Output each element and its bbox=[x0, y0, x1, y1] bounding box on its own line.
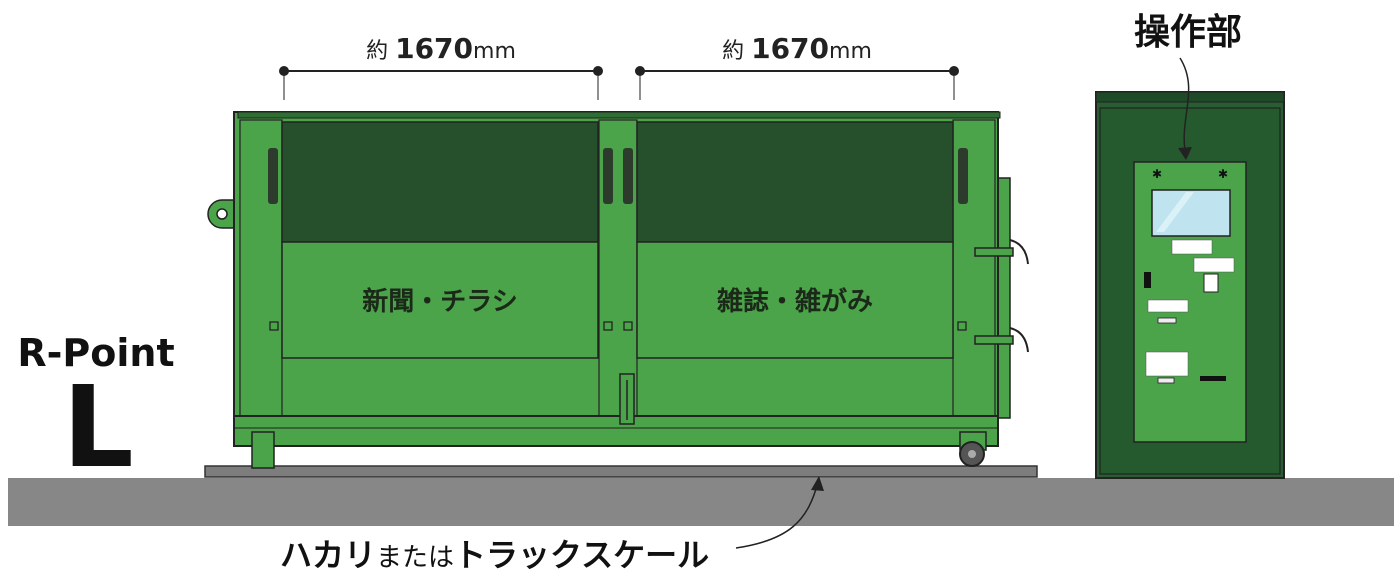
card-label-3 bbox=[1147, 299, 1189, 313]
card-slot[interactable] bbox=[1157, 317, 1177, 324]
card-label-2 bbox=[1193, 257, 1235, 273]
svg-text:✱: ✱ bbox=[1152, 167, 1162, 181]
scale-arrow bbox=[735, 481, 819, 549]
dimension-line-right bbox=[635, 66, 959, 100]
brand-name: R-Point bbox=[17, 331, 174, 375]
dimension-label-left: 約 1670mm bbox=[366, 32, 516, 65]
card-eject-slot[interactable] bbox=[1157, 377, 1175, 384]
compartment-label-left: 新聞・チラシ bbox=[362, 286, 517, 317]
receipt-slot[interactable] bbox=[1200, 376, 1226, 381]
scale-platform bbox=[204, 465, 1038, 478]
card-label-1 bbox=[1171, 239, 1213, 255]
dimension-label-right: 約 1670mm bbox=[722, 32, 872, 65]
scale-caption: ハカリまたはトラックスケール bbox=[280, 536, 709, 571]
side-slot[interactable] bbox=[1144, 272, 1151, 288]
compartment-right: 雑誌・雑がみ bbox=[636, 121, 954, 359]
control-panel-arrow bbox=[1179, 57, 1190, 157]
dimension-line-left bbox=[279, 66, 603, 100]
control-panel-label: 操作部 bbox=[1134, 12, 1242, 53]
card-reader[interactable] bbox=[1203, 273, 1219, 293]
svg-text:✱: ✱ bbox=[1218, 167, 1228, 181]
scale-arrowhead bbox=[811, 476, 824, 491]
control-cabinet: ✱ ✱ bbox=[1095, 91, 1285, 479]
compartment-label-right: 雑誌・雑がみ bbox=[716, 286, 873, 317]
control-panel-arrowhead bbox=[1178, 147, 1192, 160]
brand-size: L bbox=[62, 363, 133, 493]
card-label-4 bbox=[1145, 351, 1189, 377]
ground bbox=[8, 478, 1394, 526]
compartment-left: 新聞・チラシ bbox=[281, 121, 599, 359]
